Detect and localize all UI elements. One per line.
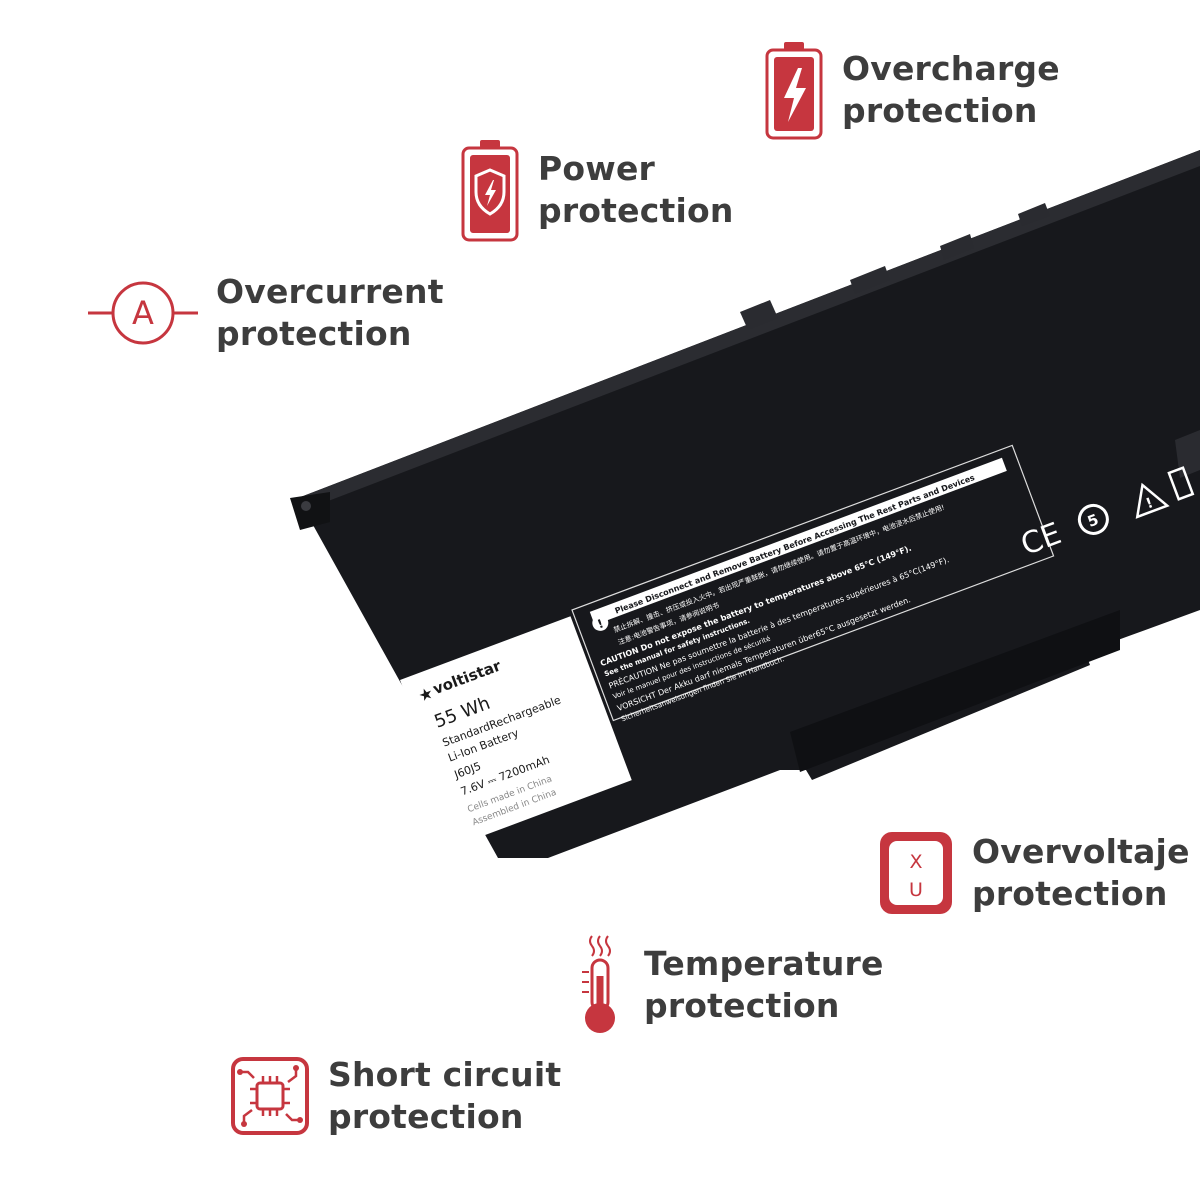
recycle-mark-icon [1077, 503, 1109, 535]
feature-short-circuit: Short circuit protection [230, 1054, 561, 1138]
feature-overcharge-label: Overcharge protection [842, 49, 1060, 130]
battery-pack [290, 150, 1200, 858]
warning-exclamation: ! [595, 616, 605, 631]
feature-overvoltage-label: Overvoltaje protection [972, 832, 1190, 913]
feature-overcurrent-label: Overcurrent protection [216, 272, 444, 353]
voltage-glyph-top: X [909, 851, 922, 873]
disposal-mark-icon [1167, 466, 1195, 501]
feature-short-circuit-label: Short circuit protection [328, 1055, 562, 1136]
product-label: ★ voltistar 55 Wh StandardRechargeable L… [399, 616, 632, 844]
feature-overcurrent: A Overcurrent protection [88, 268, 444, 358]
thermometer-icon [582, 935, 615, 1033]
feature-power: Power protection [460, 138, 734, 242]
ammeter-icon: A [88, 281, 198, 345]
feature-overcharge: Overcharge protection [764, 40, 1060, 140]
voltage-icon: X U [880, 832, 952, 914]
battery-bolt-icon [765, 42, 823, 140]
voltage-glyph-bottom: U [909, 879, 923, 901]
battery-shield-icon [461, 140, 519, 242]
warning-triangle-mark: ! [1144, 495, 1156, 512]
feature-temperature-label: Temperature protection [644, 944, 884, 1025]
ammeter-glyph: A [132, 294, 154, 332]
chip-icon [231, 1057, 309, 1135]
star-glyph: ★ [416, 683, 436, 706]
feature-temperature: Temperature protection [574, 932, 884, 1038]
feature-power-label: Power protection [538, 149, 734, 230]
warning-triangle-icon [1135, 482, 1170, 519]
feature-overvoltage: X U Overvoltaje protection [878, 830, 1190, 916]
